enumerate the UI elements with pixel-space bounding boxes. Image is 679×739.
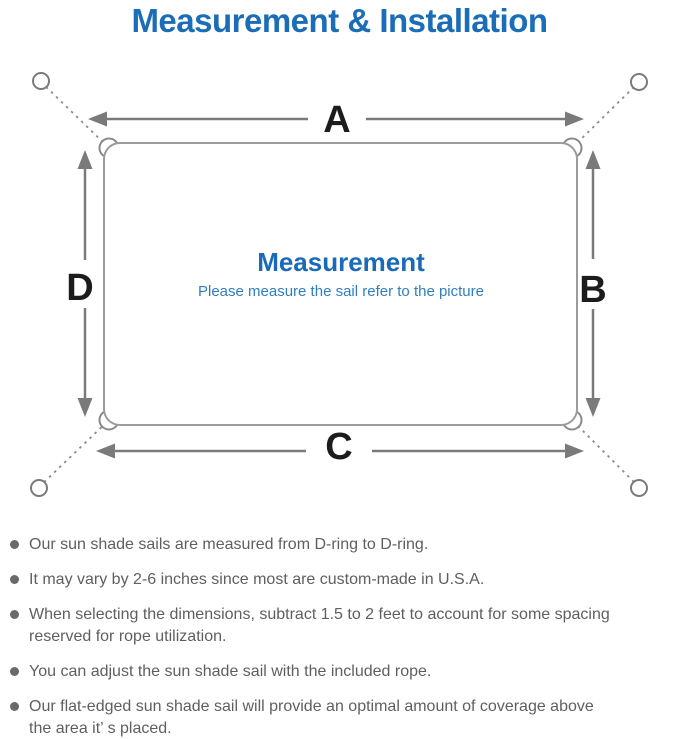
bullet-icon bbox=[10, 575, 19, 584]
dimension-arrow-a bbox=[88, 111, 584, 127]
bullet-icon bbox=[10, 667, 19, 676]
sail-outline bbox=[103, 142, 578, 426]
rope-dashed-line-top-right bbox=[571, 81, 640, 149]
note-line: reserved for rope utilization. bbox=[29, 628, 227, 645]
note-line: When selecting the dimensions, subtract … bbox=[29, 606, 610, 623]
note-line: It may vary by 2-6 inches since most are… bbox=[29, 571, 485, 588]
notes-list: Our sun shade sails are measured from D-… bbox=[0, 534, 679, 739]
dimension-label-c: C bbox=[325, 426, 352, 468]
bullet-icon bbox=[10, 610, 19, 619]
rope-dashed-line-bottom-left bbox=[38, 419, 110, 488]
measurement-diagram: A B C D Measurement Please measure the s… bbox=[30, 72, 648, 497]
dimension-arrow-b bbox=[585, 150, 601, 417]
dimension-label-d: D bbox=[66, 267, 93, 309]
page-title: Measurement & Installation bbox=[131, 2, 548, 39]
list-item: You can adjust the sun shade sail with t… bbox=[8, 661, 679, 683]
list-item: It may vary by 2-6 inches since most are… bbox=[8, 569, 679, 591]
anchor-point-icon-top-right bbox=[630, 73, 648, 91]
note-line: the area it’ s placed. bbox=[29, 720, 172, 737]
anchor-point-icon-bottom-left bbox=[30, 479, 48, 497]
dimension-label-b: B bbox=[579, 269, 606, 311]
dimension-arrow-c bbox=[96, 443, 584, 459]
list-item: When selecting the dimensions, subtract … bbox=[8, 604, 679, 648]
bullet-icon bbox=[10, 702, 19, 711]
diagram-center-title: Measurement bbox=[257, 247, 425, 277]
list-item: Our sun shade sails are measured from D-… bbox=[8, 534, 679, 556]
note-line: Our flat-edged sun shade sail will provi… bbox=[29, 698, 594, 715]
diagram-center-subtitle: Please measure the sail refer to the pic… bbox=[198, 283, 484, 300]
note-line: Our sun shade sails are measured from D-… bbox=[29, 536, 429, 553]
dimension-arrow-d bbox=[77, 150, 93, 417]
note-line: You can adjust the sun shade sail with t… bbox=[29, 663, 432, 680]
anchor-point-icon-bottom-right bbox=[630, 479, 648, 497]
dimension-label-a: A bbox=[323, 99, 350, 141]
rope-dashed-line-bottom-right bbox=[571, 419, 640, 488]
bullet-icon bbox=[10, 540, 19, 549]
list-item: Our flat-edged sun shade sail will provi… bbox=[8, 696, 679, 739]
anchor-point-icon-top-left bbox=[32, 72, 50, 90]
rope-dashed-line-top-left bbox=[40, 81, 110, 149]
